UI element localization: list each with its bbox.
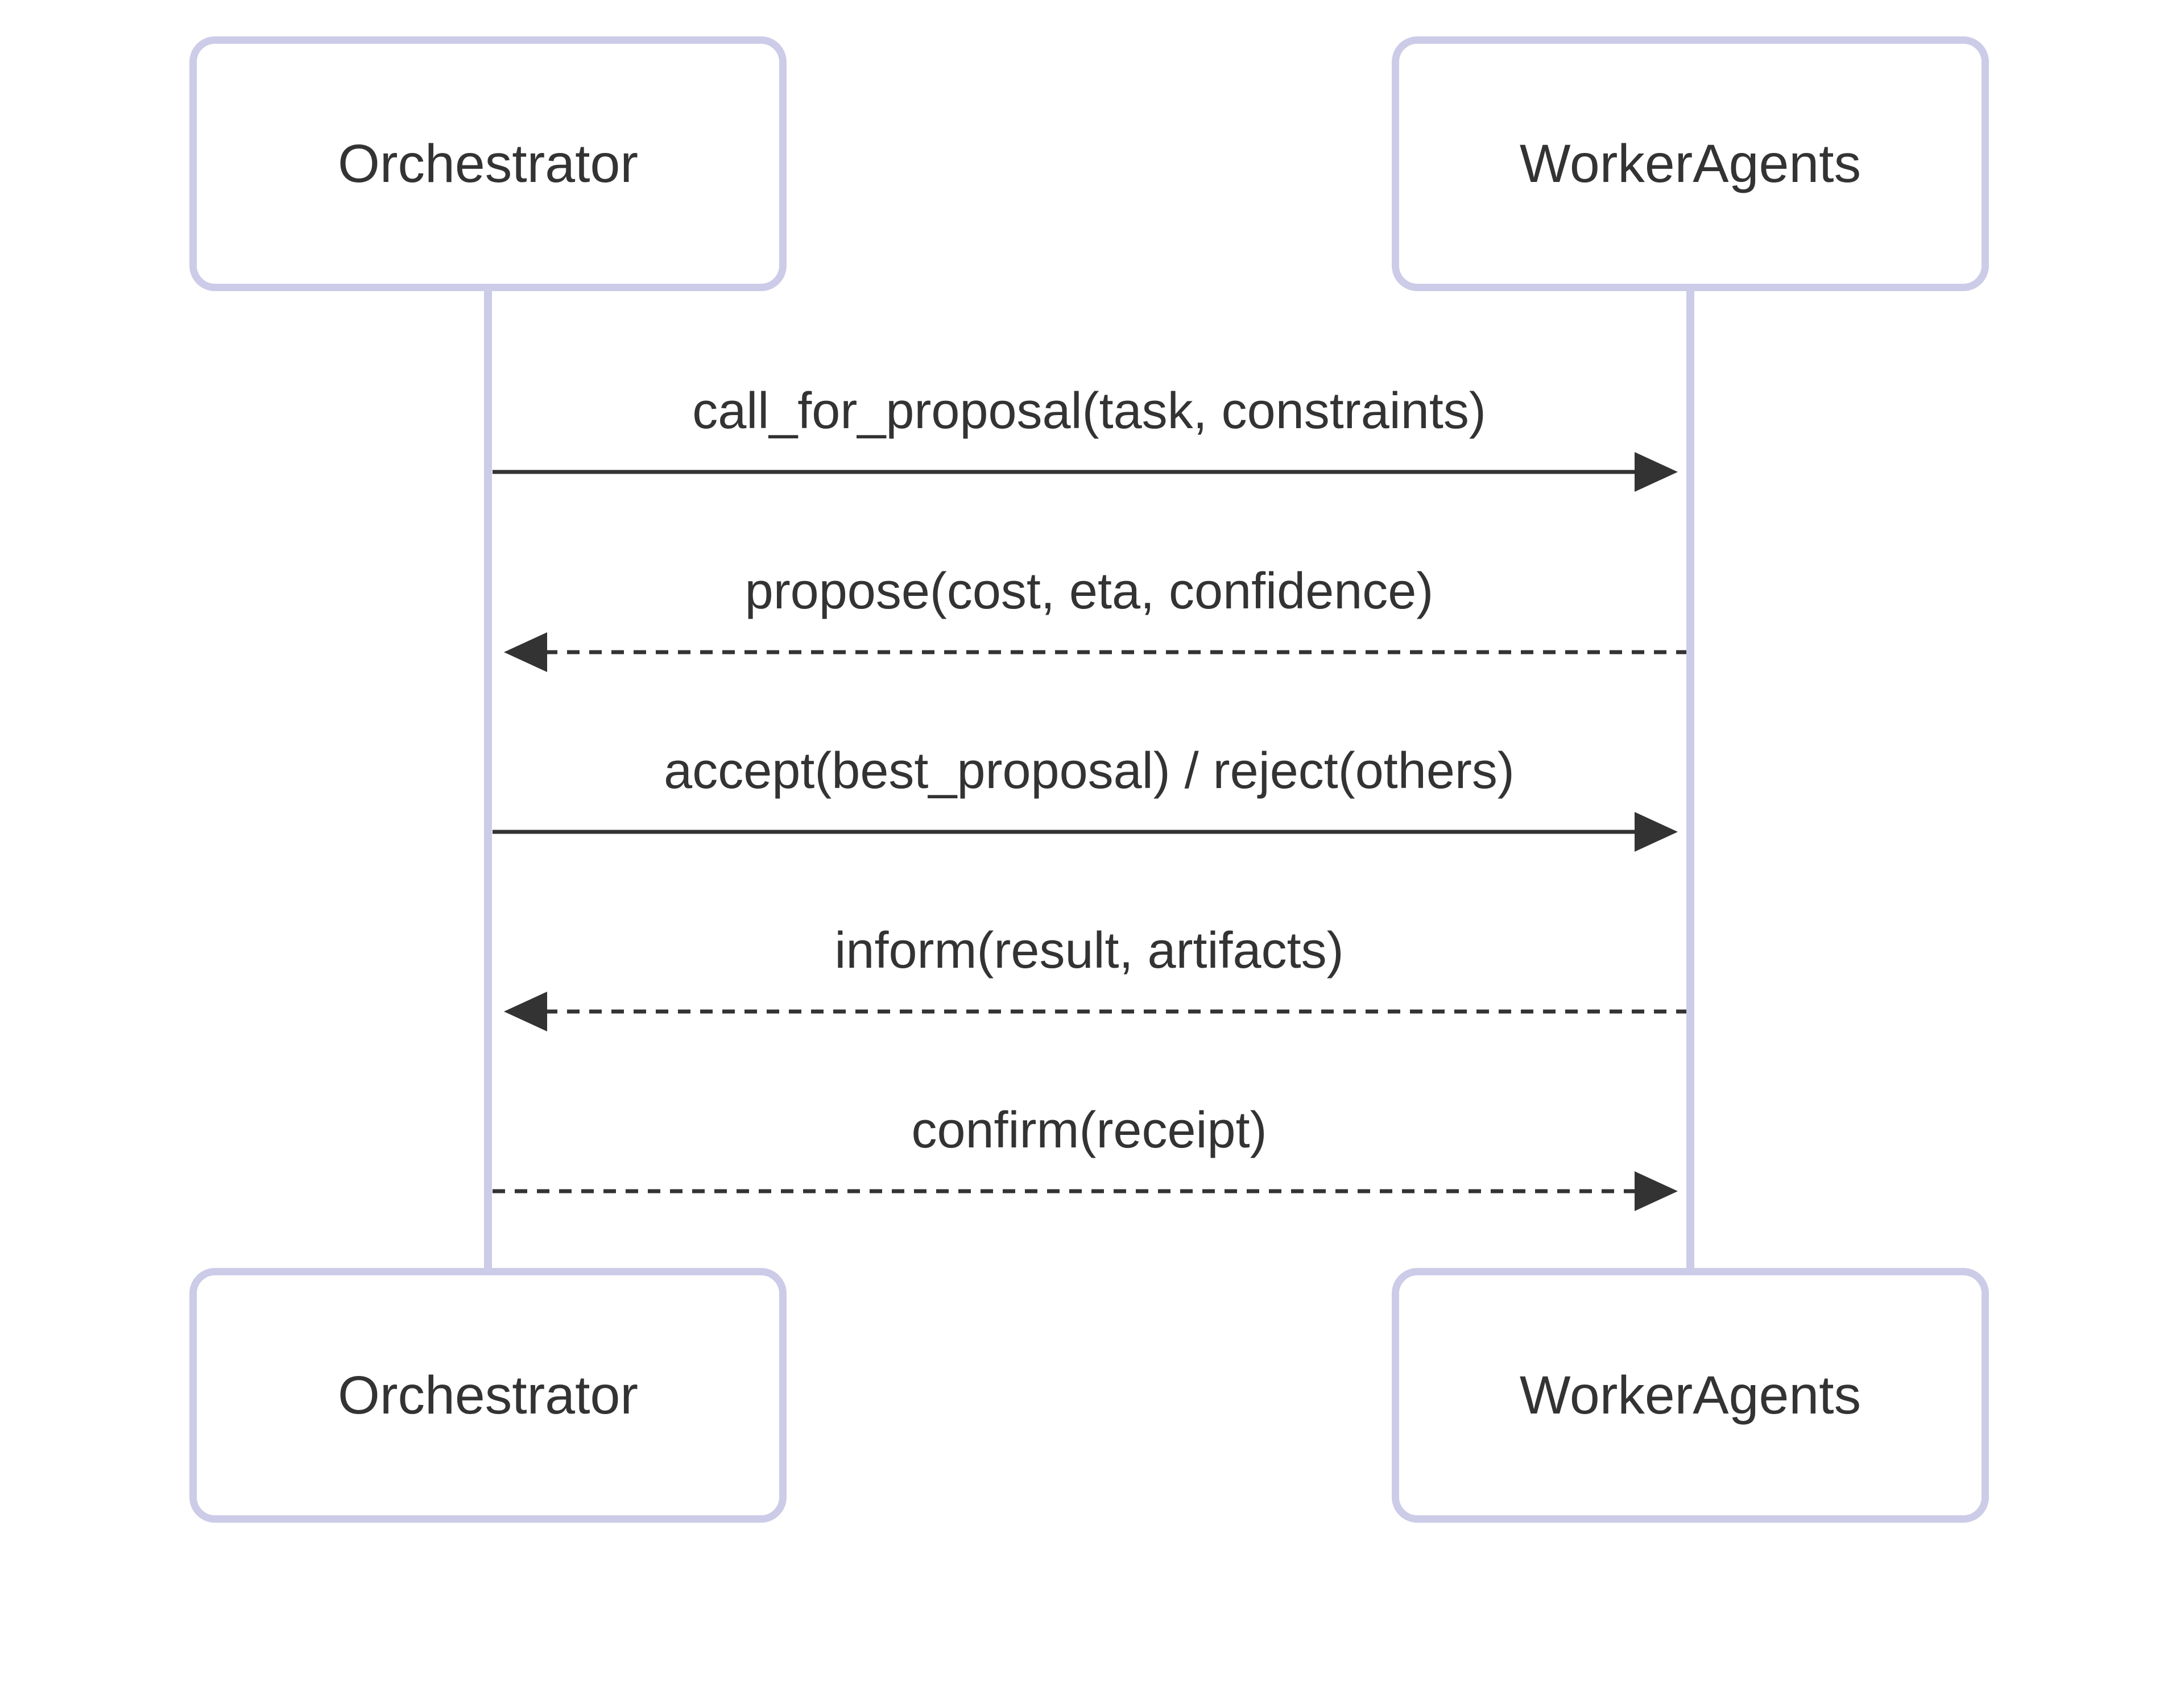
message-arrow-propose [504, 632, 1686, 672]
message-arrow-call-for-proposal [493, 452, 1678, 492]
message-label-call-for-proposal: call_for_proposal(task, constraints) [692, 383, 1486, 440]
actor-box-orchestrator-bottom: Orchestrator [189, 1268, 787, 1523]
message-label-propose: propose(cost, eta, confidence) [744, 563, 1434, 620]
actor-box-workeragents-top: WorkerAgents [1392, 36, 1989, 291]
actor-label-workeragents: WorkerAgents [1519, 133, 1862, 194]
arrowhead-right-icon [1635, 812, 1678, 852]
arrowhead-left-icon [504, 992, 547, 1031]
actor-label-workeragents: WorkerAgents [1519, 1365, 1862, 1425]
actor-label-orchestrator: Orchestrator [338, 1365, 638, 1425]
message-label-inform: inform(result, artifacts) [834, 922, 1344, 979]
message-label-confirm: confirm(receipt) [911, 1102, 1267, 1159]
message-arrow-confirm [493, 1171, 1678, 1211]
actor-label-orchestrator: Orchestrator [338, 133, 638, 194]
actor-box-orchestrator-top: Orchestrator [189, 36, 787, 291]
actor-box-workeragents-bottom: WorkerAgents [1392, 1268, 1989, 1523]
arrowhead-right-icon [1635, 452, 1678, 492]
message-arrow-inform [504, 992, 1686, 1031]
arrowhead-right-icon [1635, 1171, 1678, 1211]
message-label-accept-reject: accept(best_proposal) / reject(others) [664, 743, 1515, 799]
message-arrow-accept-reject [493, 812, 1678, 852]
arrowhead-left-icon [504, 632, 547, 672]
